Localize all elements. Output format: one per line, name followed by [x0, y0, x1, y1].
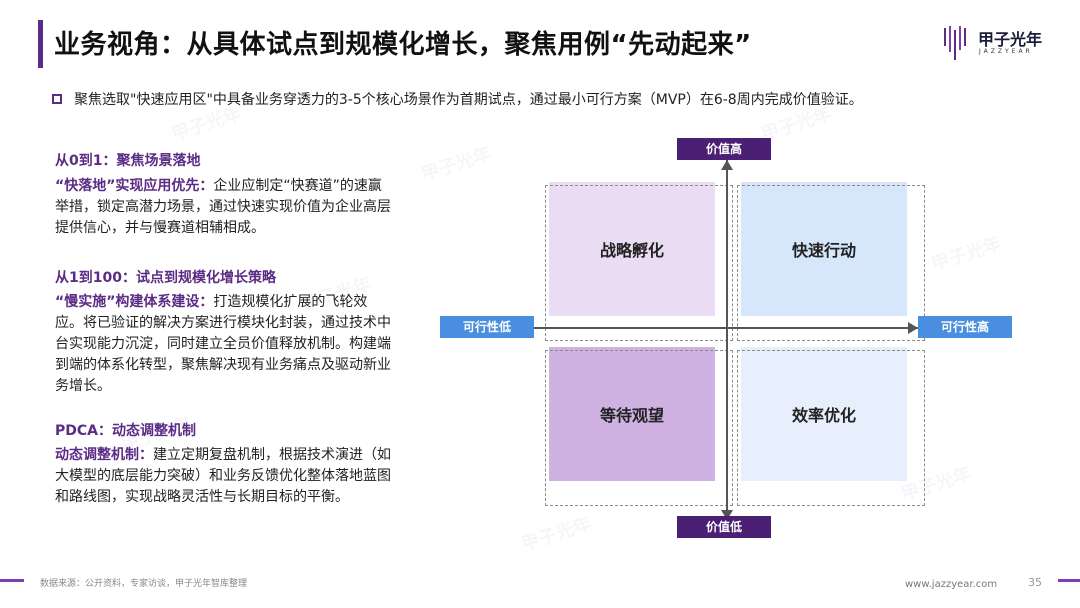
section-paragraph: “慢实施”构建体系建设：打造规模化扩展的飞轮效应。将已验证的解决方案进行模块化封…: [55, 292, 395, 397]
arrow-right-icon: [908, 322, 918, 334]
section-paragraph: 动态调整机制：建立定期复盘机制，根据技术演进（如大模型的底层能力突破）和业务反馈…: [55, 445, 395, 508]
feasibility-axis-line: [450, 327, 1010, 329]
axis-label-feasibility-high: 可行性高: [918, 316, 1012, 338]
axis-label-value-low: 价值低: [677, 516, 771, 538]
logo-bars-icon: [944, 26, 966, 60]
axis-label-value-high: 价值高: [677, 138, 771, 160]
section-heading: PDCA：动态调整机制: [55, 423, 196, 439]
page-number: 35: [1028, 576, 1042, 589]
quadrant-frame: [737, 350, 925, 506]
quadrant-frame: [545, 185, 733, 341]
square-bullet-icon: [52, 94, 62, 104]
arrow-up-icon: [721, 160, 733, 170]
quadrant-top-right: 快速行动: [741, 182, 907, 316]
arrow-down-icon: [721, 510, 733, 520]
section-body: 企业应制定“快赛道”的速赢举措，锁定高潜力场景，通过快速实现价值为企业高层提供信…: [55, 178, 391, 236]
section-lead: “快落地”实现应用优先：: [55, 178, 214, 194]
footer-accent-right: [1058, 579, 1080, 582]
section-body: 打造规模化扩展的飞轮效应。将已验证的解决方案进行模块化封装，通过技术中台实现能力…: [55, 294, 391, 394]
value-axis-line: [726, 150, 728, 530]
logo-text-cn: 甲子光年: [978, 30, 1043, 49]
section-paragraph: “快落地”实现应用优先：企业应制定“快赛道”的速赢举措，锁定高潜力场景，通过快速…: [55, 176, 395, 239]
section-body: 建立定期复盘机制，根据技术演进（如大模型的底层能力突破）和业务反馈优化整体落地蓝…: [55, 447, 391, 505]
footer-accent-left: [0, 579, 24, 582]
page-title: 业务视角：从具体试点到规模化增长，聚焦用例“先动起来”: [54, 30, 752, 60]
section-heading: 从0到1：聚焦场景落地: [55, 153, 201, 169]
quadrant-bottom-right: 效率优化: [741, 347, 907, 481]
section-lead: 动态调整机制：: [55, 447, 153, 463]
quadrant-bottom-left: 等待观望: [549, 347, 715, 481]
data-source-note: 数据来源：公开资料，专家访谈，甲子光年智库整理: [40, 579, 248, 589]
axis-label-feasibility-low: 可行性低: [440, 316, 534, 338]
quadrant-frame: [545, 350, 733, 506]
quadrant-frame: [737, 185, 925, 341]
section-heading: 从1到100：试点到规模化增长策略: [55, 270, 276, 286]
quadrant-top-left: 战略孵化: [549, 182, 715, 316]
brand-logo: 甲子光年 JAZZYEAR: [944, 22, 1054, 66]
title-accent-bar: [38, 20, 43, 68]
footer-url[interactable]: www.jazzyear.com: [905, 579, 998, 590]
value-feasibility-matrix: 战略孵化 快速行动 等待观望 效率优化 价值高 价值低 可行性低 可行性高: [430, 130, 1030, 550]
intro-text: 聚焦选取"快速应用区"中具备业务穿透力的3-5个核心场景作为首期试点，通过最小可…: [74, 92, 863, 108]
logo-text-en: JAZZYEAR: [979, 48, 1033, 55]
section-lead: “慢实施”构建体系建设：: [55, 294, 214, 310]
